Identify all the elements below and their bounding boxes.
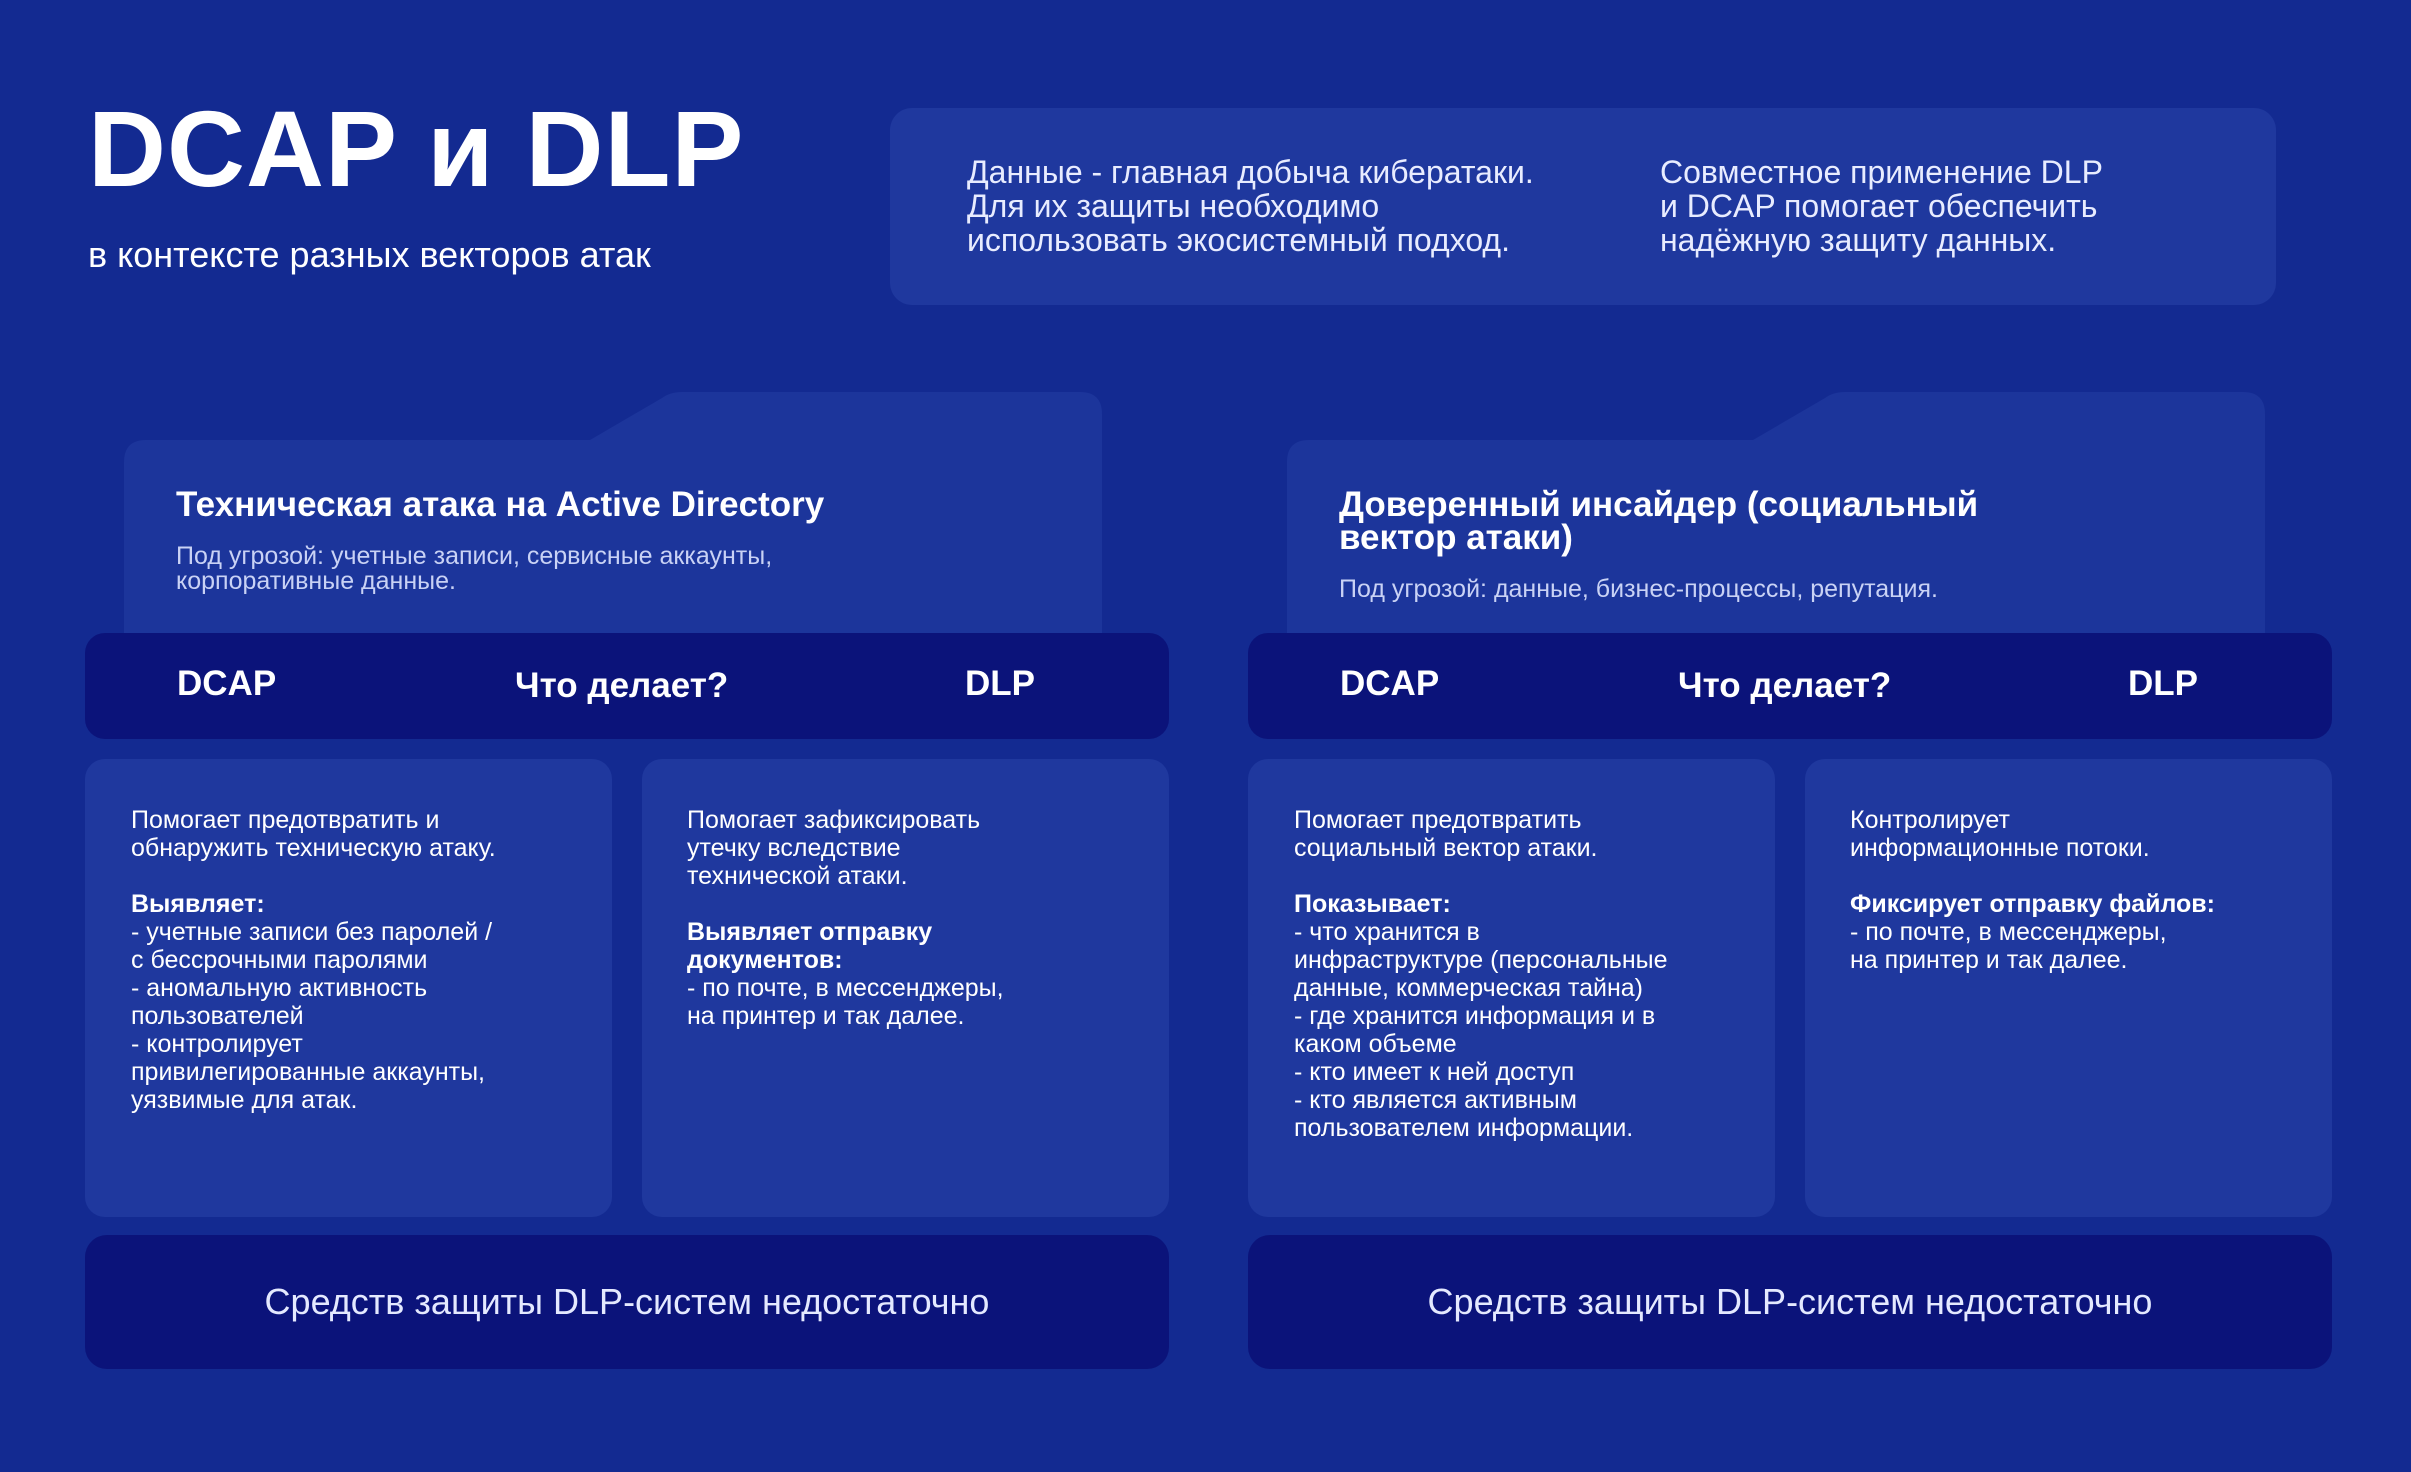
panel-2-threat: Под угрозой: данные, бизнес-процессы, ре… — [1339, 575, 1938, 603]
panel-1-dcap-heading: Выявляет: — [131, 890, 265, 918]
panel-1-footer: Средств защиты DLP-систем недостаточно — [85, 1235, 1169, 1369]
panel-1-tab — [124, 392, 1102, 640]
panel-1-footer-text: Средств защиты DLP-систем недостаточно — [264, 1281, 990, 1322]
intro-text-left: Данные - главная добыча кибератаки. Для … — [967, 154, 1534, 258]
panel-2-dlp-card — [1805, 759, 2332, 1217]
panel-1-dlp-heading: Выявляет отправку документов: — [687, 918, 933, 974]
panel-1-title: Техническая атака на Active Directory — [176, 485, 825, 524]
panel-2-title: Доверенный инсайдер (социальный вектор а… — [1339, 485, 1979, 557]
panel-1-dlp-list: - по почте, в мессенджеры, на принтер и … — [687, 974, 1004, 1030]
panel-2-footer-text: Средств защиты DLP-систем недостаточно — [1427, 1281, 2153, 1322]
panel-1-threat: Под угрозой: учетные записи, сервисные а… — [176, 542, 773, 595]
panel-2-dcap-intro: Помогает предотвратить социальный вектор… — [1294, 806, 1598, 862]
panel-1-header-bar — [85, 633, 1169, 739]
panel-2-what-label: Что делает? — [1678, 666, 1892, 705]
page-title: DCAP и DLP — [88, 88, 745, 209]
panel-2-dlp-heading: Фиксирует отправку файлов: — [1850, 890, 2216, 918]
panel-1-dlp-card-body: Помогает зафиксировать утечку вследствие… — [687, 806, 1157, 1030]
panel-2-footer: Средств защиты DLP-систем недостаточно — [1248, 1235, 2332, 1369]
panel-1-dcap-card — [85, 759, 612, 1217]
panel-1-dcap-intro: Помогает предотвратить и обнаружить техн… — [131, 806, 496, 862]
panel-1-dcap-label: DCAP — [177, 664, 277, 703]
panel-2-dcap-label: DCAP — [1340, 664, 1440, 703]
panel-1-what-label: Что делает? — [515, 666, 729, 705]
panel-2-dcap-card — [1248, 759, 1775, 1217]
panel-2-dlp-card-body: Контролирует информационные потоки. Фикс… — [1850, 806, 2320, 974]
panel-1-dlp-label: DLP — [965, 664, 1035, 703]
panel-2-dcap-heading: Показывает: — [1294, 890, 1451, 918]
panel-2-dlp-label: DLP — [2128, 664, 2198, 703]
page-subtitle: в контексте разных векторов атак — [88, 234, 651, 275]
panel-1-dcap-list: - учетные записи без паролей / с бессроч… — [131, 918, 493, 1114]
panel-2-dlp-list: - по почте, в мессенджеры, на принтер и … — [1850, 918, 2167, 974]
panel-2-tab — [1287, 392, 2265, 640]
panel-1-dlp-intro: Помогает зафиксировать утечку вследствие… — [687, 806, 981, 890]
panel-2-dlp-intro: Контролирует информационные потоки. — [1850, 806, 2150, 862]
panel-2-header-bar — [1248, 633, 2332, 739]
intro-text-right: Совместное применение DLP и DCAP помогае… — [1660, 154, 2103, 258]
panel-2-dcap-card-body: Помогает предотвратить социальный вектор… — [1294, 806, 1764, 1142]
intro-box — [890, 108, 2276, 305]
panel-2-dcap-list: - что хранится в инфраструктуре (персона… — [1294, 918, 1668, 1142]
panel-1-dcap-card-body: Помогает предотвратить и обнаружить техн… — [131, 806, 601, 1114]
panel-1-dlp-card — [642, 759, 1169, 1217]
